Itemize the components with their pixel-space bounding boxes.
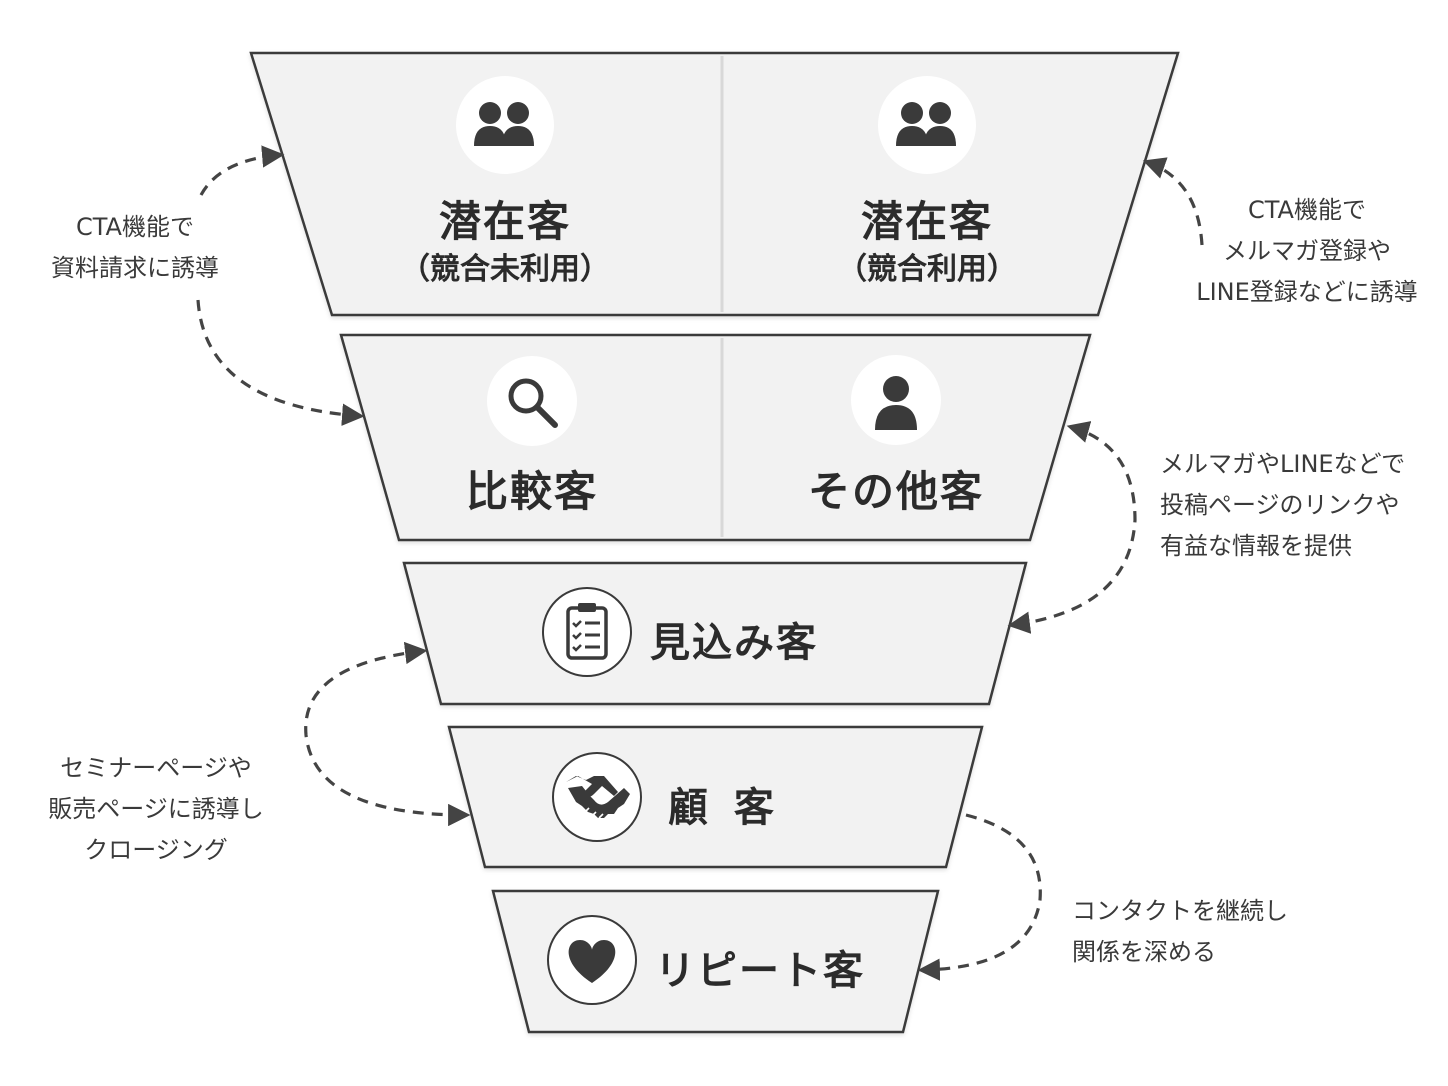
annotation-line: セミナーページや <box>60 754 252 782</box>
annotation-line: CTA機能で <box>76 213 194 241</box>
annotation-contact: コンタクトを継続し 関係を深める <box>1072 891 1322 973</box>
handshake-icon <box>552 752 642 842</box>
stage-3-title: 見込み客 <box>650 620 818 666</box>
annotation-line: 販売ページに誘導し <box>48 795 264 823</box>
annotation-cta-left: CTA機能で 資料請求に誘導 <box>30 207 240 289</box>
people-icon <box>456 76 554 174</box>
stage-1-right-subtitle: （競合利用） <box>837 252 1017 287</box>
stage-1-left-title: 潜在客 <box>438 197 571 246</box>
arrow-contact <box>917 813 1042 981</box>
stage-2-left-title: 比較客 <box>465 467 598 516</box>
heart-icon <box>547 915 637 1005</box>
annotation-line: 資料請求に誘導 <box>51 254 219 282</box>
clipboard-checklist-icon <box>542 587 632 677</box>
search-icon <box>487 356 577 446</box>
annotation-seminar: セミナーページや 販売ページに誘導し クロージング <box>28 748 284 871</box>
annotation-line: クロージング <box>84 836 228 864</box>
arrow-mail-line <box>1007 421 1137 634</box>
annotation-line: メルマガ登録や <box>1223 237 1391 265</box>
annotation-line: 関係を深める <box>1072 938 1216 966</box>
annotation-line: 有益な情報を提供 <box>1160 532 1352 560</box>
stage-1-left-subtitle: （競合未利用） <box>400 252 610 287</box>
annotation-line: 投稿ページのリンクや <box>1160 491 1400 519</box>
annotation-mail-line: メルマガやLINEなどで 投稿ページのリンクや 有益な情報を提供 <box>1160 444 1430 567</box>
stage-1-right-title: 潜在客 <box>860 197 993 246</box>
arrow-cta-right <box>1142 157 1204 246</box>
people-icon <box>878 76 976 174</box>
annotation-line: メルマガやLINEなどで <box>1160 450 1406 478</box>
stage-5-title: リピート客 <box>655 948 865 994</box>
stage-2-right-title: その他客 <box>807 467 984 516</box>
arrow-seminar <box>304 641 471 827</box>
annotation-line: LINE登録などに誘導 <box>1196 278 1418 306</box>
arrow-cta-left-down <box>196 299 365 426</box>
stage-4-title: 顧 客 <box>668 785 780 831</box>
annotation-line: コンタクトを継続し <box>1072 897 1288 925</box>
person-icon <box>851 355 941 445</box>
annotation-cta-right: CTA機能で メルマガ登録や LINE登録などに誘導 <box>1176 190 1438 313</box>
arrow-cta-left <box>199 145 285 196</box>
annotation-line: CTA機能で <box>1248 196 1366 224</box>
